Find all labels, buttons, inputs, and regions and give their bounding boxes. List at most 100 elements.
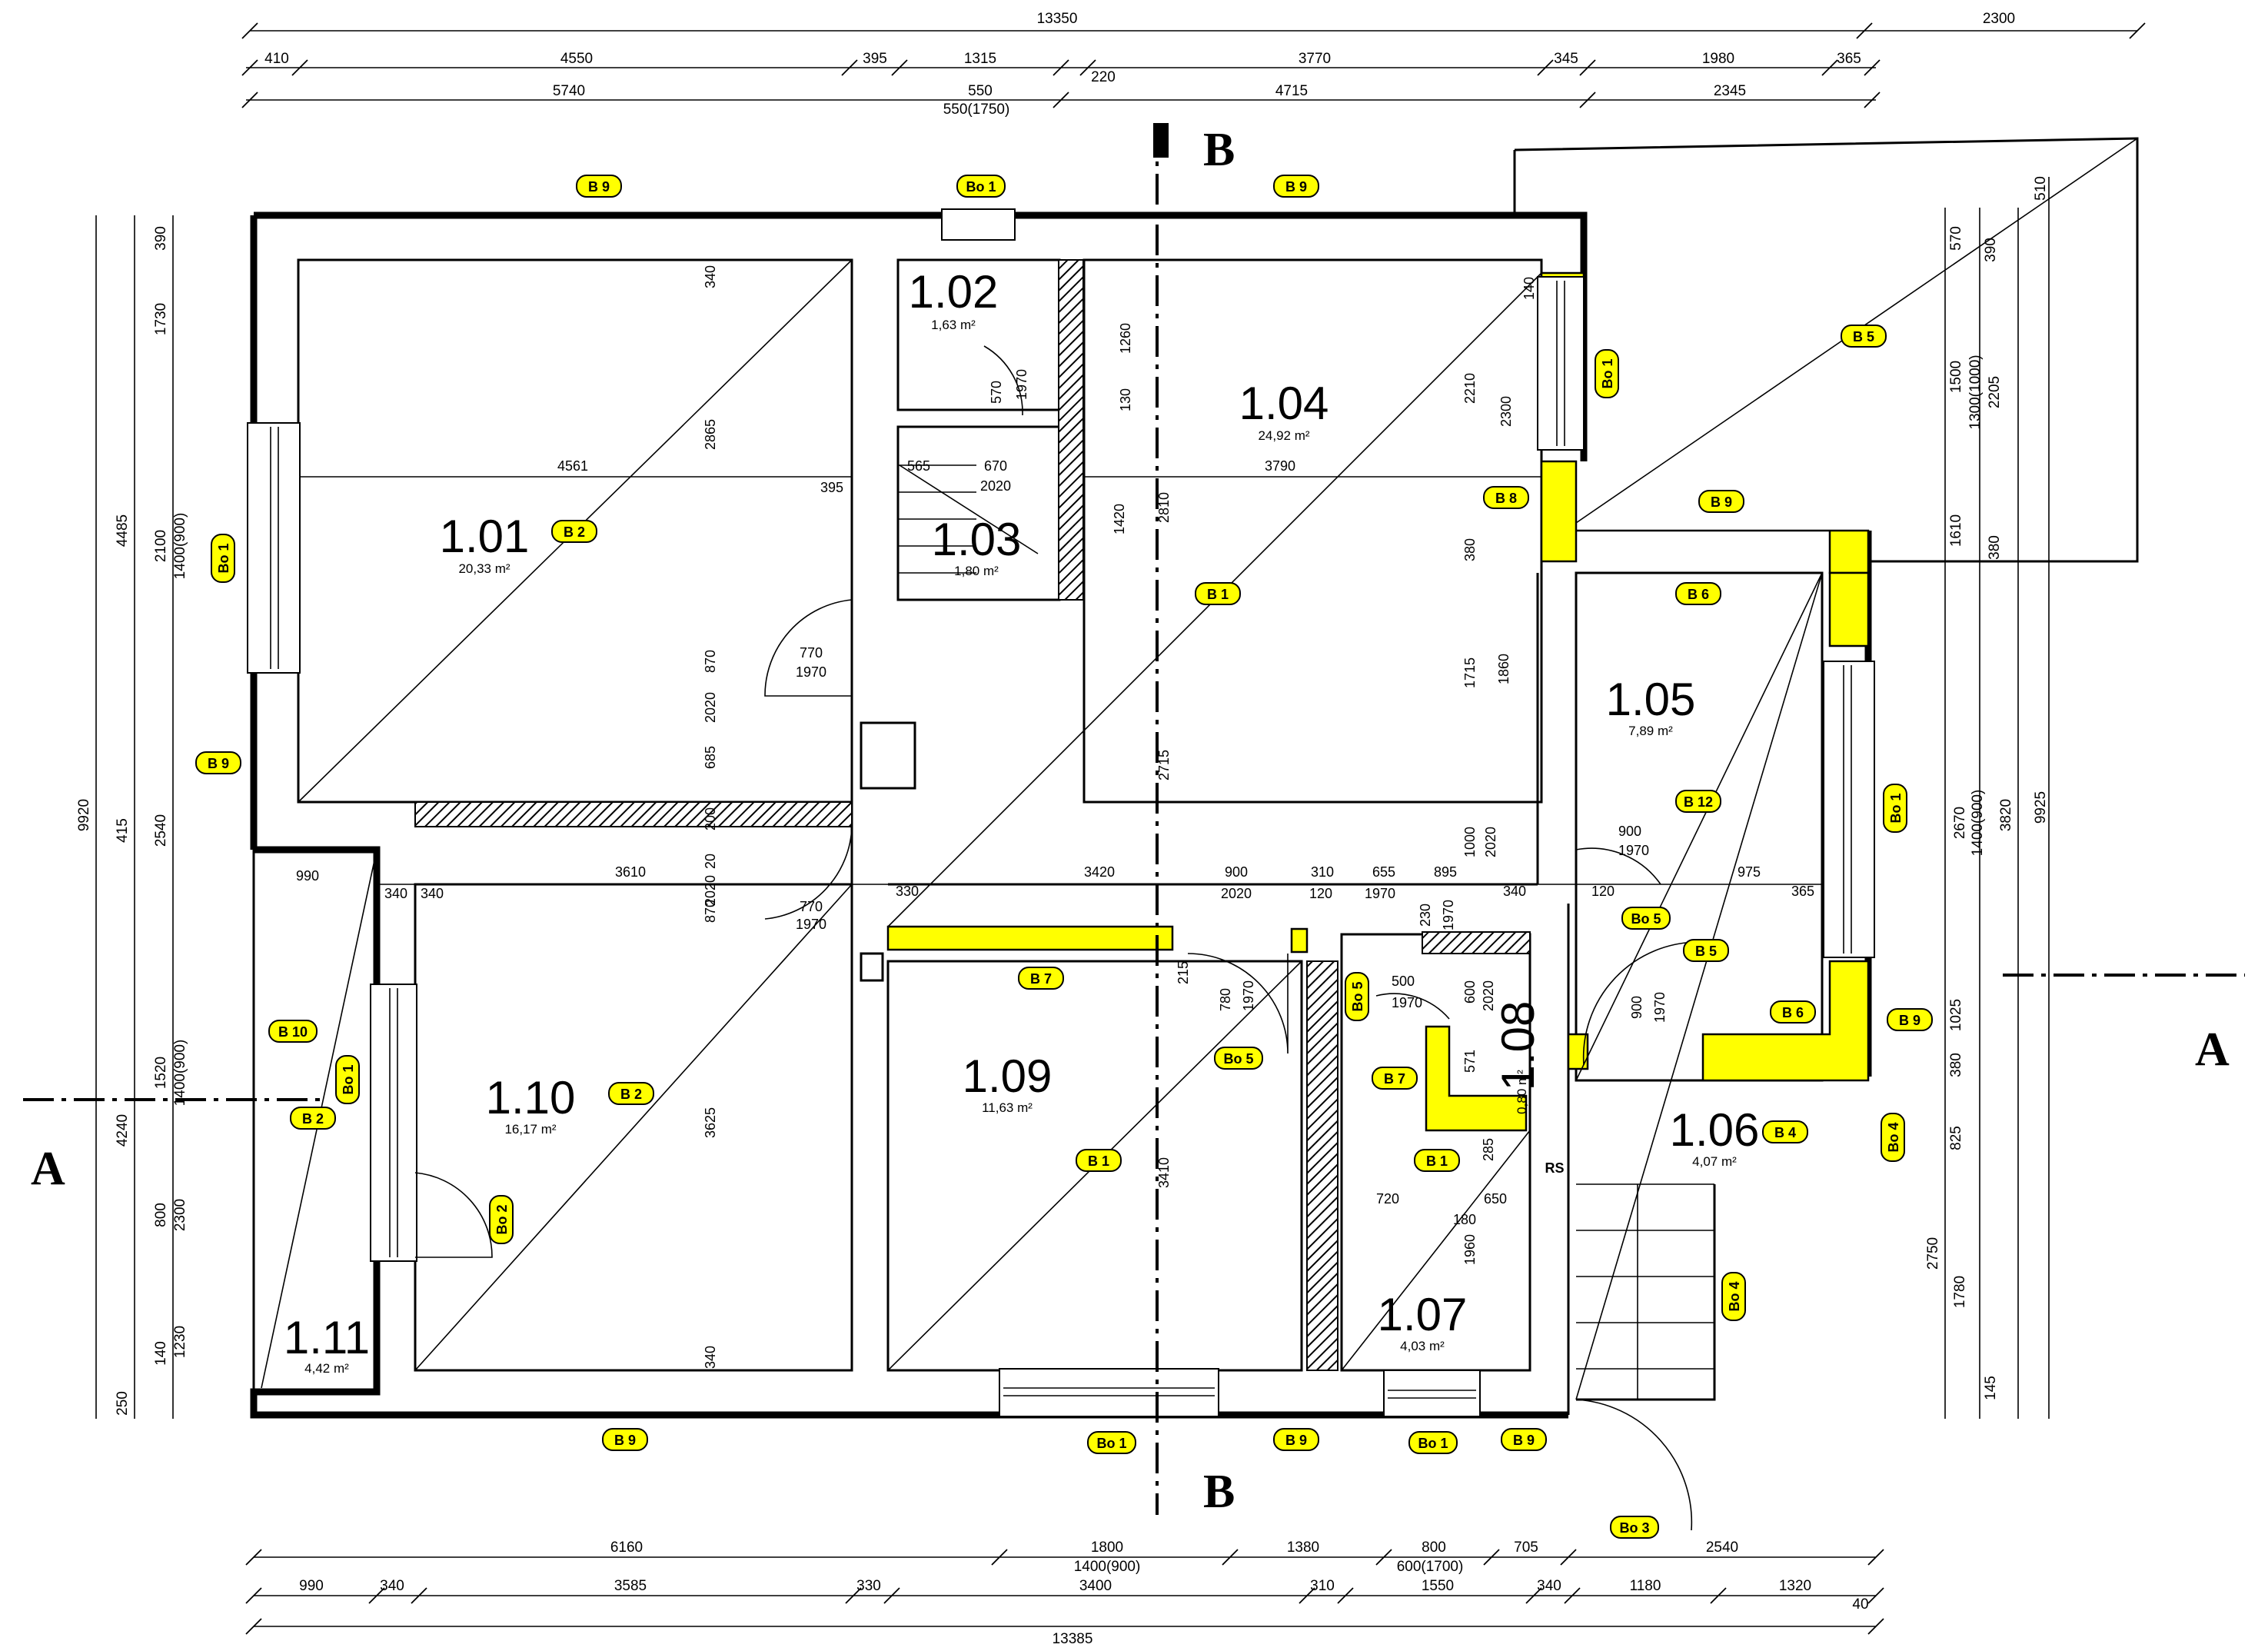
- tag-bo4-stairs: Bo 4: [1721, 1272, 1746, 1321]
- tag-b7-upper: B 7: [1018, 967, 1064, 990]
- tag-b9-right-lower: B 9: [1887, 1008, 1933, 1031]
- svg-text:B 1: B 1: [1207, 587, 1229, 602]
- tag-b6-upper: B 6: [1675, 582, 1721, 605]
- dim-left-b-2: 2100: [153, 530, 169, 562]
- tag-bo5-upper: Bo 5: [1621, 907, 1671, 930]
- dim-inner-14: 870: [703, 650, 718, 673]
- dim-inner-64: 720: [1376, 1191, 1399, 1207]
- room-number-1-09: 1.09: [963, 1050, 1053, 1102]
- tag-bo5-vert: Bo 5: [1345, 972, 1369, 1021]
- dim-right-13: 825: [1948, 1126, 1964, 1150]
- dim-top-r1-1: 4550: [560, 51, 593, 67]
- dim-inner-8: 1260: [1118, 323, 1133, 354]
- dim-bottom-r1-1: 1800: [1091, 1539, 1123, 1556]
- svg-text:Bo 1: Bo 1: [1096, 1436, 1126, 1451]
- dim-inner-45: 975: [1738, 864, 1761, 880]
- tag-bo3: Bo 3: [1610, 1516, 1659, 1539]
- tag-b12: B 12: [1675, 790, 1721, 813]
- dim-top-r1-2: 395: [863, 51, 887, 67]
- tag-b4-right: B 4: [1762, 1120, 1808, 1143]
- svg-text:B 1: B 1: [1426, 1153, 1448, 1169]
- dim-left-b-7: 800: [153, 1203, 169, 1227]
- dim-inner-72: 1970: [796, 917, 826, 932]
- dim-left-a-2: 4240: [115, 1114, 131, 1147]
- dim-right-12: 380: [1948, 1053, 1964, 1077]
- tag-bo1-bottom-2: Bo 1: [1408, 1431, 1458, 1454]
- dim-inner-23: 140: [1521, 277, 1537, 300]
- dim-inner-61: 2020: [1481, 980, 1496, 1011]
- dim-inner-24: 380: [1462, 538, 1478, 561]
- dim-bottom-total: 13385: [1053, 1631, 1093, 1647]
- dim-bottom-r2-9: 1320: [1779, 1578, 1811, 1594]
- dim-inner-48: 2020: [703, 875, 718, 906]
- dim-inner-44: 120: [1591, 884, 1615, 899]
- dim-inner-13: 340: [703, 265, 718, 288]
- dim-right-6: 1610: [1948, 514, 1964, 547]
- dim-inner-25: 1715: [1462, 657, 1478, 688]
- dim-inner-0: 4561: [557, 458, 588, 474]
- svg-text:Bo 1: Bo 1: [1888, 793, 1904, 823]
- tag-bo1-right-top: Bo 1: [1595, 349, 1619, 398]
- dim-inner-5: 2020: [980, 478, 1011, 494]
- svg-text:Bo 3: Bo 3: [1619, 1520, 1649, 1536]
- dim-inner-65: 180: [1453, 1212, 1476, 1227]
- window-bottom-2: [1383, 1370, 1481, 1417]
- dim-inner-47: 870: [703, 900, 718, 923]
- inner-dimensions: 4561 395 3790 565 670 2020 570 1970 1260…: [296, 265, 1814, 1369]
- room-number-1-04: 1.04: [1239, 378, 1329, 429]
- dim-bottom-r1-5: 600(1700): [1397, 1559, 1464, 1575]
- tag-bo1-left: Bo 1: [211, 534, 235, 583]
- dim-right-0: 510: [2033, 176, 2049, 201]
- room-area-1-09: 11,63 m²: [982, 1100, 1033, 1115]
- room-number-1-10: 1.10: [486, 1072, 576, 1123]
- dim-bottom-r1-4: 800: [1422, 1539, 1446, 1556]
- dim-inner-59: 1970: [1441, 900, 1456, 930]
- window-left-1: [247, 422, 301, 674]
- window-left-2: [370, 984, 417, 1262]
- dim-top-r1-7: 1980: [1702, 51, 1734, 67]
- dim-bottom-r2-10: 40: [1852, 1596, 1868, 1613]
- tag-b8: B 8: [1483, 486, 1529, 509]
- dim-inner-27: 1000: [1462, 827, 1478, 857]
- dim-inner-69: 1970: [1652, 992, 1668, 1023]
- dim-inner-36: 900: [1225, 864, 1248, 880]
- section-markers: B B A A: [23, 123, 2245, 1518]
- chimney-lower: [860, 952, 884, 982]
- dim-inner-15: 2020: [703, 692, 718, 723]
- tag-bo1-top: Bo 1: [956, 175, 1006, 198]
- dim-top-r2-1: 550: [968, 83, 993, 99]
- dim-bottom-r1-6: 705: [1514, 1539, 1538, 1556]
- doors: [414, 345, 1700, 1531]
- dim-inner-35: 3420: [1084, 864, 1115, 880]
- dim-inner-32: 340: [421, 886, 444, 901]
- dim-inner-49: 3625: [703, 1107, 718, 1138]
- svg-text:B 9: B 9: [614, 1433, 636, 1448]
- dim-inner-42: 895: [1434, 864, 1457, 880]
- svg-text:B 6: B 6: [1782, 1005, 1804, 1020]
- dim-inner-7: 1970: [1014, 369, 1029, 400]
- dim-right-14: 2750: [1925, 1237, 1941, 1270]
- dim-inner-31: 990: [296, 868, 319, 884]
- dim-left-a-3: 250: [115, 1391, 131, 1416]
- svg-text:B 1: B 1: [1088, 1153, 1109, 1169]
- room-number-1-03: 1.03: [932, 514, 1022, 565]
- dim-bottom-r1-2: 1400(900): [1074, 1559, 1141, 1575]
- tag-b6-lower: B 6: [1770, 1000, 1816, 1024]
- room-area-1-08: 0,80 m²: [1515, 1070, 1529, 1114]
- left-dimensions: 9920 4485 415 4240 250 390 1730 2100 140…: [76, 215, 188, 1419]
- dim-right-8: 2670: [1952, 807, 1968, 839]
- dim-inner-18: 20: [703, 854, 718, 869]
- room-area-1-07: 4,03 m²: [1400, 1339, 1445, 1353]
- dim-inner-6: 570: [989, 381, 1004, 404]
- room-area-1-02: 1,63 m²: [931, 318, 976, 332]
- window-right: [1823, 661, 1875, 958]
- tag-b2-1-01: B 2: [551, 520, 597, 543]
- dim-bottom-r1-3: 1380: [1287, 1539, 1319, 1556]
- section-a-right: A: [2195, 1024, 2230, 1076]
- dim-inner-68: 900: [1629, 996, 1644, 1019]
- dim-inner-58: 230: [1418, 904, 1433, 927]
- dim-top-r1-6: 345: [1554, 51, 1578, 67]
- dim-bottom-r2-8: 1180: [1630, 1578, 1661, 1594]
- dim-left-b-5: 1520: [153, 1057, 169, 1089]
